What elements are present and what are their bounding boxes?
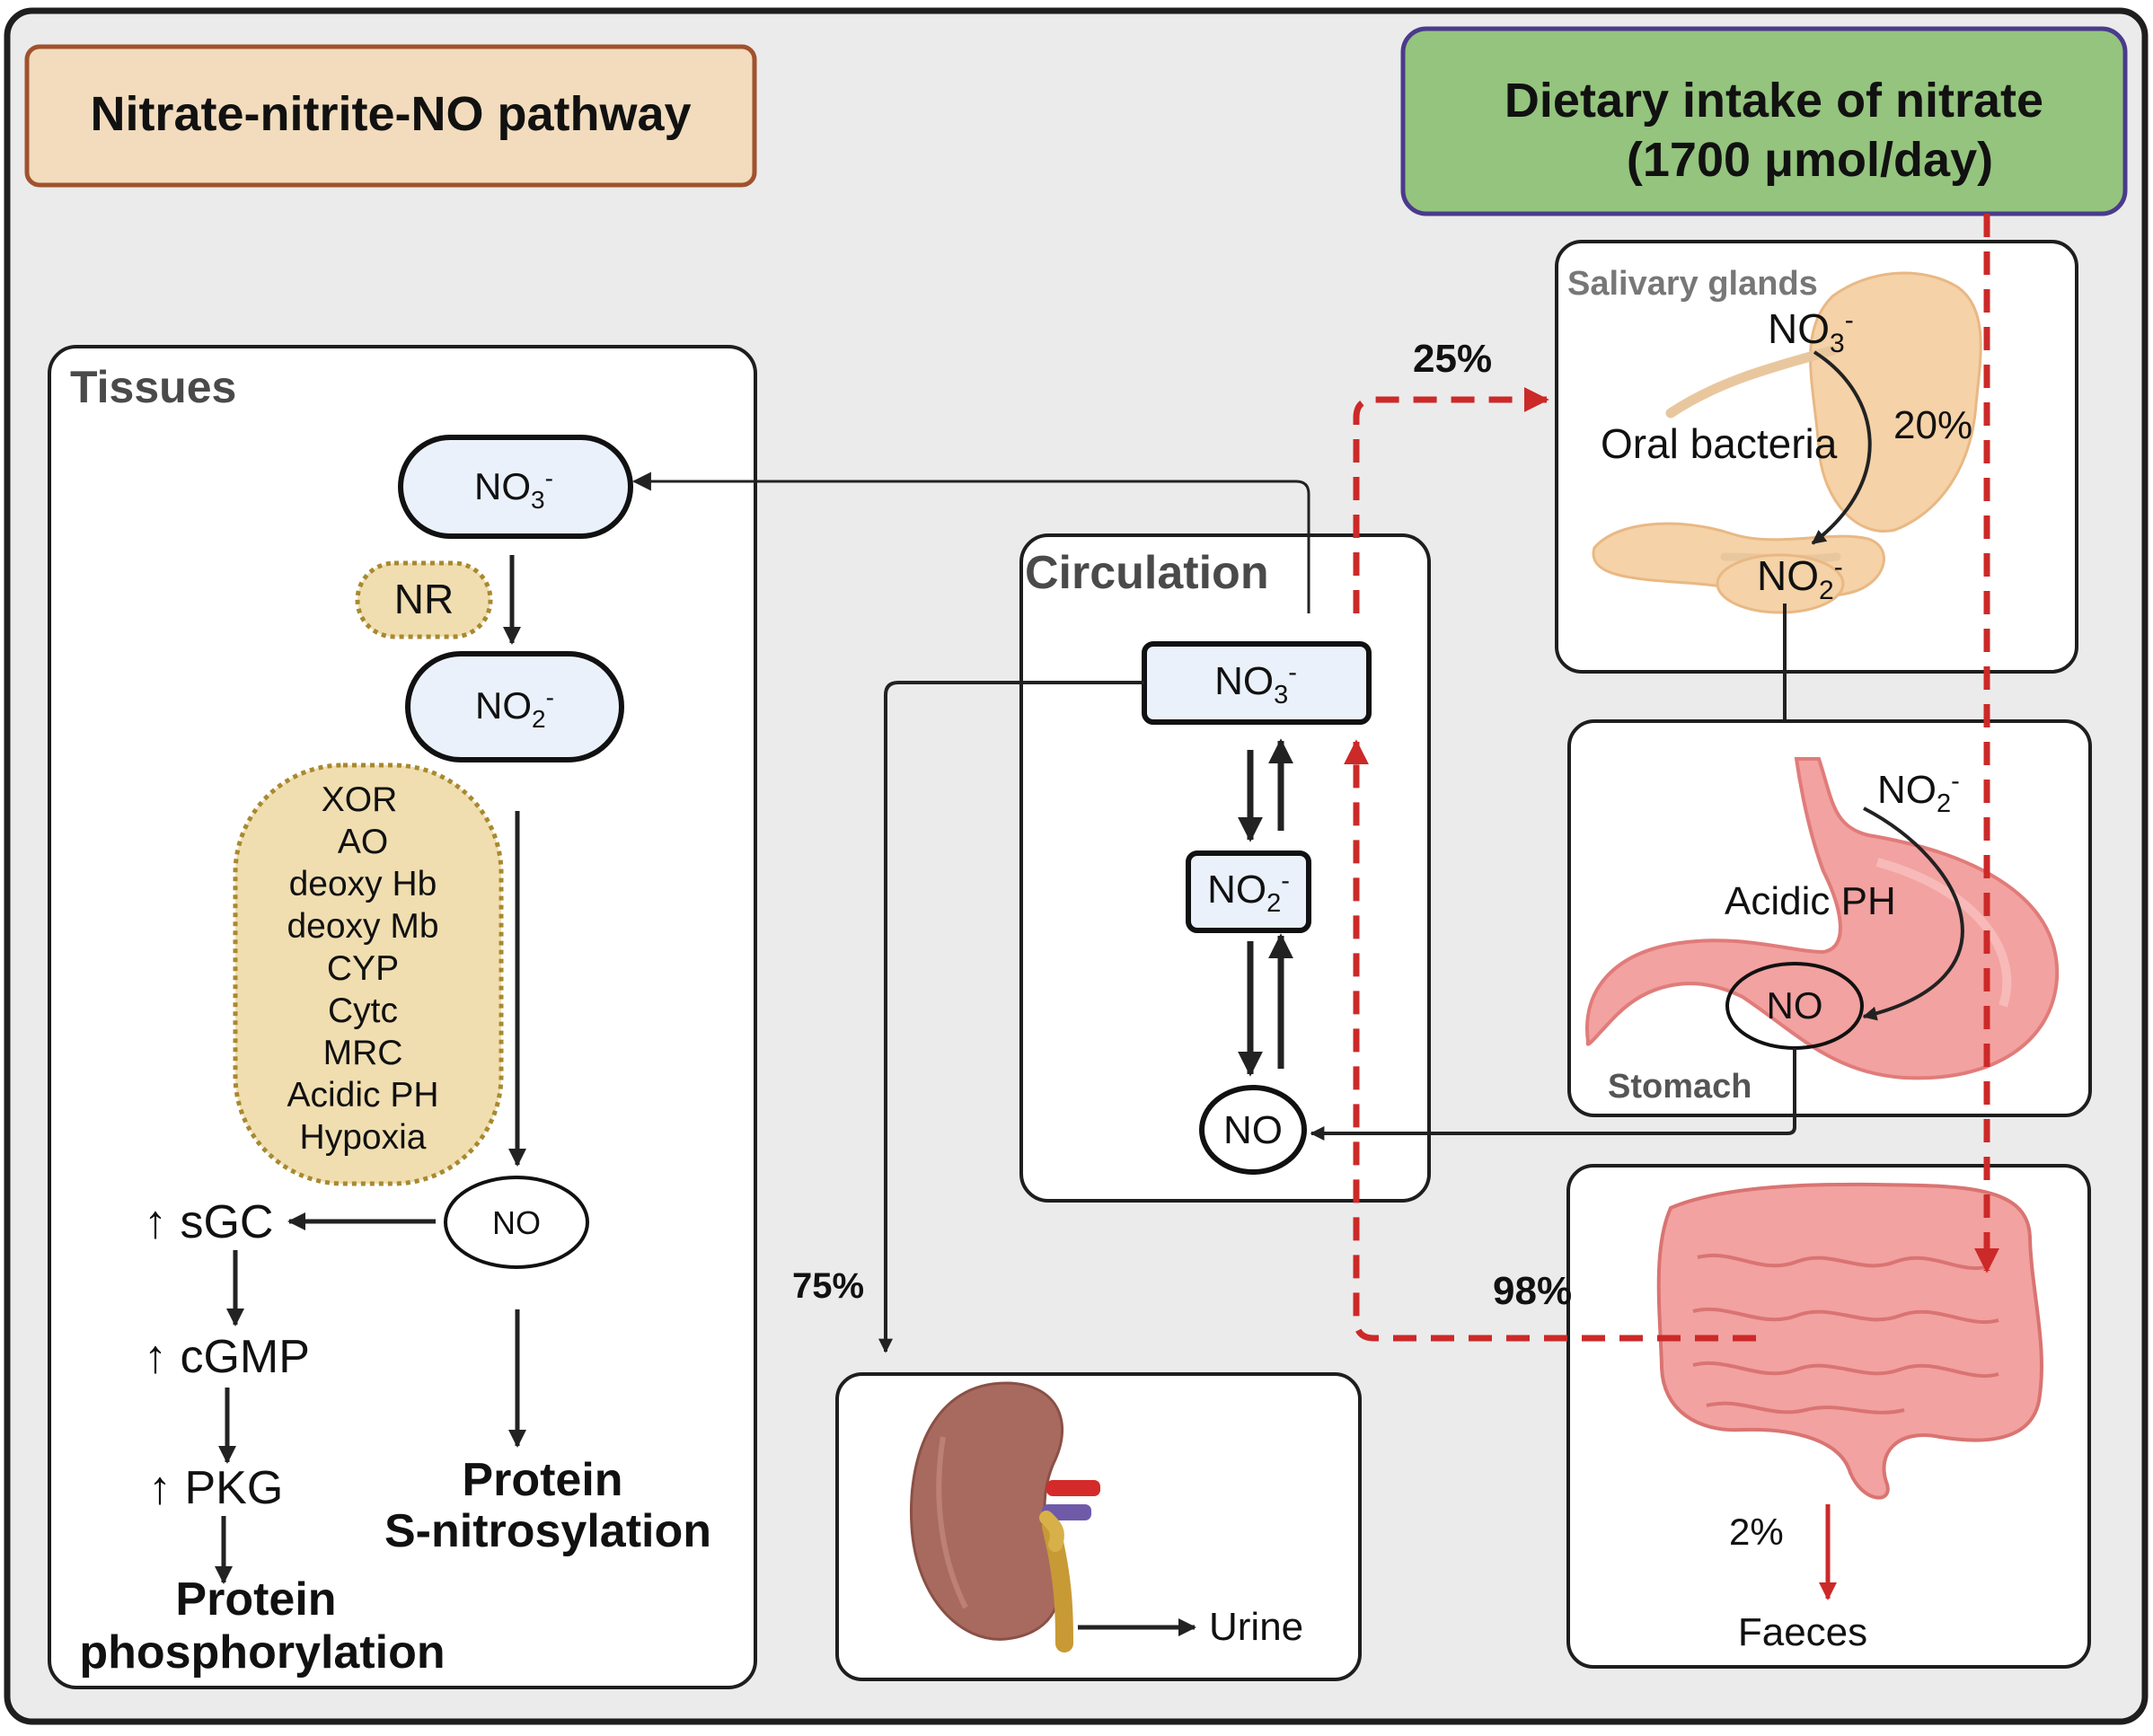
oral-bacteria-label: Oral bacteria — [1601, 420, 1838, 467]
circulation-to-salivary-flow — [1353, 387, 1549, 613]
salivary-label: Salivary glands — [1567, 265, 1818, 303]
tissue-nitrate-node — [398, 435, 633, 539]
acidic-ph-label: Acidic PH — [1725, 879, 1896, 923]
salivary-conversion-pct: 20% — [1893, 403, 1972, 447]
salivary-glands-icon — [1592, 271, 1982, 614]
faeces-fraction-label: 2% — [1729, 1511, 1784, 1553]
page-title: Nitrate-nitrite-NO pathway — [90, 87, 691, 141]
circulation-panel: Circulation NO3- NO2- NO — [1019, 533, 1431, 1203]
tissues-label: Tissues — [70, 362, 236, 412]
kidney-icon — [909, 1381, 1100, 1652]
phosphorylation-line-1: Protein — [175, 1573, 336, 1626]
intestine-panel: 2% Faeces — [1566, 1164, 2091, 1669]
nitrate-reductase-badge — [355, 560, 493, 639]
salivary-nitrate-label: NO3- — [1768, 305, 1854, 358]
reductase-item: Hypoxia — [300, 1118, 427, 1157]
circulation-nitrate-label: NO3- — [1214, 658, 1297, 709]
title-box: Nitrate-nitrite-NO pathway — [24, 44, 757, 188]
reductase-item: AO — [338, 823, 388, 861]
salivary-panel: Salivary glands NO3- Oral bacteria 20% N… — [1555, 240, 2078, 674]
urine-label: Urine — [1209, 1605, 1303, 1649]
tissues-panel: Tissues NO3- NR NO2- XOR AO deoxy Hb deo… — [48, 345, 757, 1689]
stomach-panel: NO2- Acidic PH NO Stomach — [1567, 719, 2092, 1117]
kidney-panel: Urine — [835, 1372, 1362, 1681]
cgmp-label: ↑ cGMP — [144, 1331, 310, 1383]
salivary-nitrite-label: NO2- — [1757, 552, 1843, 605]
reductase-item: Cytc — [328, 991, 398, 1030]
circulation-nitrite-node — [1186, 850, 1311, 933]
dietary-line-2: (1700 μmol/day) — [1627, 133, 1993, 187]
reductase-item: deoxy Mb — [287, 907, 438, 946]
circulation-no-node — [1199, 1085, 1307, 1175]
tissue-nitrate-label: NO3- — [474, 464, 553, 514]
salivary-fraction-label: 25% — [1413, 337, 1492, 381]
nitrosylation-line-1: Protein — [462, 1454, 622, 1506]
dietary-intake-box: Dietary intake of nitrate (1700 μmol/day… — [1400, 26, 2128, 216]
reductase-item: XOR — [322, 780, 398, 819]
circulation-to-kidney-arrow — [878, 681, 1144, 1353]
sgc-label: ↑ sGC — [144, 1196, 273, 1248]
salivary-nitrate-to-nitrite-arrow — [1811, 350, 1872, 545]
tissue-nitrite-node — [405, 651, 624, 762]
stomach-icon — [1585, 757, 2060, 1080]
intestine-to-circulation-flow — [1344, 739, 1756, 1342]
pkg-label: ↑ PKG — [148, 1462, 283, 1514]
reductase-item: Acidic PH — [287, 1076, 438, 1115]
intestine-icon — [1656, 1182, 2044, 1500]
nitrate-reductase-label: NR — [394, 576, 454, 622]
circulation-no-label: NO — [1223, 1108, 1283, 1152]
nitrite-reductases-list: XOR AO deoxy Hb deoxy Mb CYP Cytc MRC Ac… — [287, 780, 438, 1157]
phosphorylation-line-2: phosphorylation — [79, 1626, 445, 1679]
tissue-no-label: NO — [492, 1204, 541, 1241]
circulation-label: Circulation — [1025, 547, 1269, 599]
faeces-label: Faeces — [1738, 1610, 1867, 1654]
circulation-nitrite-label: NO2- — [1207, 867, 1290, 918]
urine-fraction-label: 75% — [792, 1266, 864, 1306]
stomach-nitrite-to-no-arrow — [1862, 806, 1964, 1021]
stomach-nitrite-label: NO2- — [1877, 767, 1960, 818]
reabsorbed-fraction-label: 98% — [1493, 1269, 1572, 1313]
stomach-label: Stomach — [1608, 1068, 1752, 1106]
nitrite-reductases-pill — [233, 762, 504, 1186]
dietary-line-1: Dietary intake of nitrate — [1504, 74, 2043, 128]
circulation-to-tissue-nitrate-arrow — [631, 471, 1310, 613]
reductase-item: CYP — [327, 949, 399, 988]
tissue-nitrite-label: NO2- — [475, 683, 554, 733]
reductase-item: MRC — [323, 1034, 403, 1072]
tissue-no-node — [444, 1176, 589, 1269]
stomach-no-label: NO — [1767, 984, 1823, 1027]
nitrosylation-line-2: S-nitrosylation — [384, 1505, 711, 1557]
stomach-no-to-circulation-no-arrow — [1310, 1048, 1796, 1141]
reductase-item: deoxy Hb — [289, 865, 437, 903]
